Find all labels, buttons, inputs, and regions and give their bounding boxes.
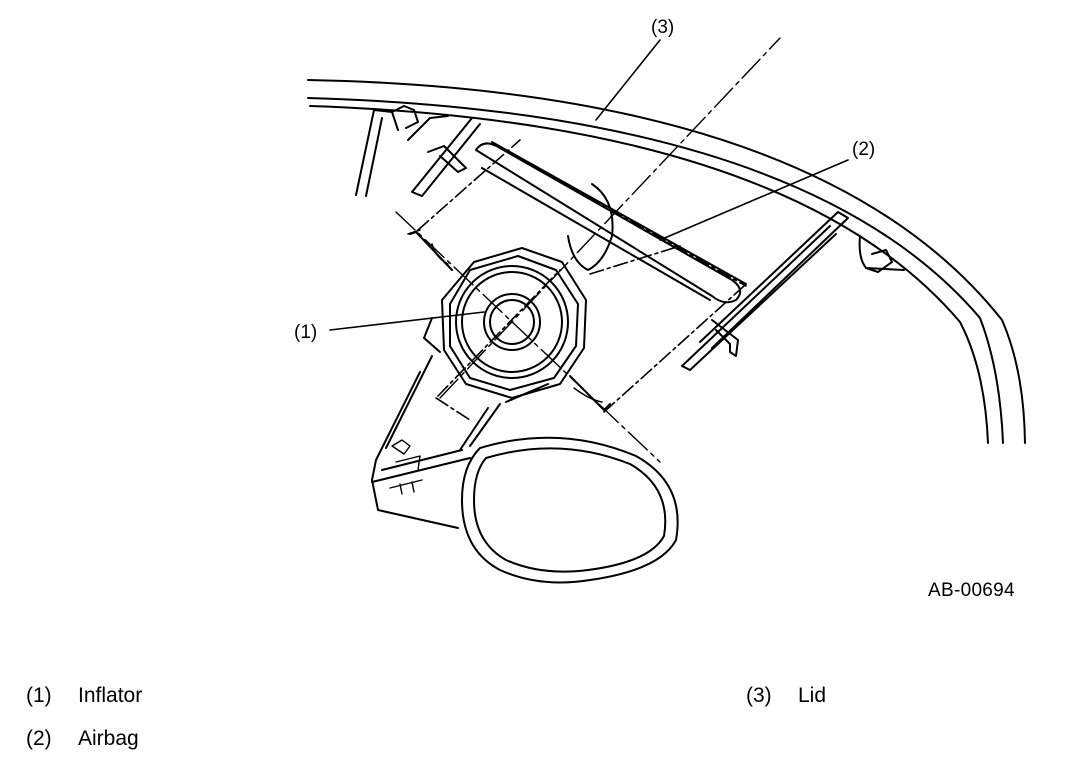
steering-mount-ring bbox=[461, 436, 679, 584]
folded-airbag bbox=[409, 141, 747, 411]
legend-label: Lid bbox=[798, 684, 827, 707]
inflator-housing bbox=[441, 247, 587, 399]
legend-item-lid: (3) Lid bbox=[746, 684, 826, 708]
leader-lines bbox=[329, 39, 849, 331]
callout-3-label: (3) bbox=[651, 17, 674, 38]
inflator bbox=[483, 293, 541, 351]
left-retainer-bracket bbox=[355, 105, 481, 197]
module-dash-outline bbox=[407, 139, 747, 421]
callout-1-label: (1) bbox=[294, 322, 317, 343]
legend-number: (2) bbox=[26, 727, 52, 750]
legend-number: (1) bbox=[26, 684, 52, 707]
callout-2-label: (2) bbox=[852, 139, 875, 160]
right-retainer-bracket bbox=[681, 211, 905, 371]
airbag-module-cross-section-diagram: (1) (2) (3) bbox=[294, 17, 1026, 584]
legend-number: (3) bbox=[746, 684, 772, 707]
lower-mount-bracket bbox=[371, 317, 549, 529]
legend-label: Inflator bbox=[78, 684, 143, 707]
legend-item-inflator: (1) Inflator bbox=[26, 684, 142, 708]
legend-label: Airbag bbox=[78, 727, 139, 750]
legend-item-airbag: (2) Airbag bbox=[26, 727, 139, 751]
figure-id: AB-00694 bbox=[928, 580, 1015, 601]
